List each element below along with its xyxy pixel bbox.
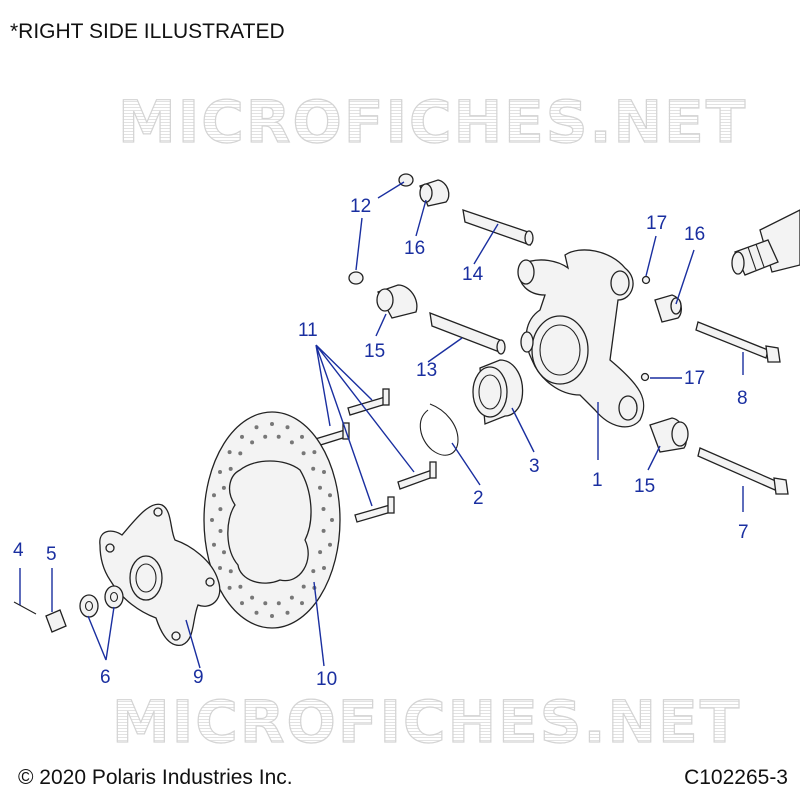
disc-hole	[276, 434, 281, 439]
disc-hole	[289, 595, 294, 600]
disc-hole	[321, 507, 326, 511]
disc-hole	[212, 542, 216, 547]
retaining-ring	[419, 403, 459, 456]
diagram-code: C102265-3	[684, 766, 788, 789]
callout-9: 9	[193, 667, 204, 688]
disc-hole	[328, 493, 332, 498]
brake-bolts	[311, 388, 437, 523]
disc-hole	[218, 470, 222, 474]
callout-12: 12	[350, 196, 371, 217]
callout-8: 8	[737, 388, 748, 409]
wheel-hub	[99, 503, 221, 646]
watermark-bottom: MICROFICHES.NET	[111, 687, 742, 756]
callout-11: 11	[298, 320, 318, 341]
disc-hole	[311, 466, 316, 471]
disc-hole	[285, 610, 290, 615]
bushings	[376, 179, 689, 453]
disc-hole	[318, 550, 323, 555]
callout-13: 13	[416, 360, 437, 381]
disc-hole	[218, 507, 223, 512]
disc-hole	[322, 566, 326, 570]
callout-16a: 16	[404, 238, 425, 259]
disc-hole	[218, 529, 223, 533]
washers-nut-pin	[13, 585, 124, 633]
disc-hole	[301, 451, 306, 456]
callout-1: 1	[592, 470, 603, 491]
watermark-top: MICROFICHES.NET	[117, 87, 748, 156]
wheel-bearing	[472, 359, 524, 425]
leader-lines	[19, 181, 744, 669]
disc-hole	[276, 601, 281, 606]
disc-hole	[312, 450, 317, 455]
callout-15b: 15	[634, 476, 655, 497]
disc-hole	[228, 569, 233, 574]
disc-hole	[212, 493, 216, 498]
diagram-note: *RIGHT SIDE ILLUSTRATED	[10, 20, 285, 43]
disc-hole	[254, 610, 259, 615]
disc-hole	[263, 434, 268, 439]
disc-hole	[250, 440, 255, 445]
callout-16b: 16	[684, 224, 705, 245]
callout-15a: 15	[364, 341, 385, 362]
disc-hole	[330, 518, 334, 522]
callout-3: 3	[529, 456, 540, 477]
callout-numbers: 1 2 3 4 5 6 7 8 9 10 11 12 13 14 15 15 1…	[13, 196, 749, 690]
disc-hole	[238, 451, 243, 456]
disc-hole	[228, 466, 233, 471]
callout-10: 10	[316, 669, 337, 690]
disc-hole	[270, 614, 274, 618]
callout-6: 6	[100, 667, 111, 688]
disc-hole	[318, 485, 322, 490]
disc-hole	[210, 518, 214, 522]
disc-hole	[227, 585, 232, 590]
disc-hole	[285, 425, 290, 430]
callout-14: 14	[462, 264, 484, 285]
copyright: © 2020 Polaris Industries Inc.	[18, 766, 293, 789]
nuts-and-fittings	[348, 173, 651, 382]
disc-hole	[270, 422, 274, 426]
disc-hole	[254, 425, 259, 430]
callout-7: 7	[738, 522, 749, 543]
disc-hole	[250, 595, 255, 600]
disc-hole	[222, 550, 226, 555]
disc-hole	[321, 528, 326, 533]
callout-5: 5	[46, 544, 57, 565]
disc-hole	[240, 434, 244, 439]
disc-hole	[301, 584, 306, 589]
disc-hole	[218, 566, 222, 570]
disc-hole	[328, 542, 332, 547]
callout-17a: 17	[646, 213, 667, 234]
disc-hole	[300, 601, 304, 606]
disc-hole	[221, 485, 226, 490]
callout-2: 2	[473, 488, 484, 509]
disc-hole	[227, 450, 232, 455]
pivot-tubes	[429, 209, 534, 355]
brake-disc	[203, 411, 341, 629]
disc-hole	[300, 434, 304, 439]
disc-hole	[240, 601, 244, 606]
long-bolts	[695, 321, 789, 495]
knuckle	[517, 249, 645, 428]
callout-17b: 17	[684, 368, 705, 389]
disc-hole	[238, 584, 243, 589]
disc-hole	[289, 440, 294, 445]
axle-shaft	[731, 209, 800, 276]
callout-4: 4	[13, 540, 24, 561]
disc-hole	[263, 601, 268, 606]
disc-hole	[322, 470, 326, 474]
disc-hole	[311, 569, 316, 574]
